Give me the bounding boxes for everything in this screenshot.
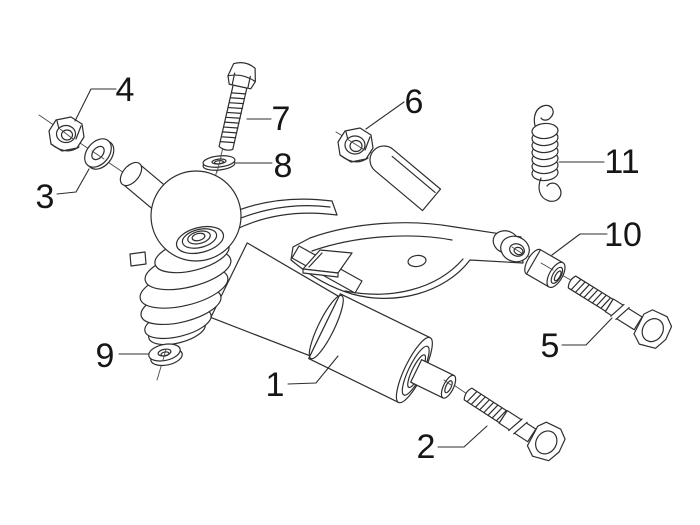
- part-hex-bolt-right: [567, 275, 673, 349]
- part-spacer-bushing: [524, 248, 566, 289]
- part-swingarm-body: [119, 145, 530, 404]
- leader-line-4: [74, 88, 117, 122]
- leader-lines: [56, 88, 613, 448]
- part-hex-bolt-lower: [463, 387, 566, 462]
- part-hex-bolt-top: [218, 62, 256, 151]
- callout-label-11: 11: [604, 143, 639, 181]
- callout-label-5: 5: [541, 327, 560, 365]
- callout-label-6: 6: [405, 83, 424, 121]
- callout-label-1: 1: [266, 366, 285, 404]
- callout-label-9: 9: [96, 337, 115, 375]
- leader-line-10: [551, 233, 608, 256]
- callout-label-3: 3: [36, 178, 55, 216]
- part-washer-bottom: [148, 343, 183, 367]
- leader-line-1: [287, 355, 339, 385]
- leader-line-3: [56, 168, 90, 195]
- centerline-hole-segments: [59, 128, 554, 386]
- callout-label-10: 10: [604, 216, 642, 254]
- part-hex-nut-center: [337, 127, 374, 163]
- callout-label-8: 8: [274, 147, 293, 185]
- leader-line-5: [561, 317, 613, 346]
- callout-labels: 1 2 3 4 5 6 7 8 9 10 11: [36, 71, 642, 466]
- part-washer-left: [84, 138, 115, 170]
- callout-label-2: 2: [417, 428, 436, 466]
- callout-label-7: 7: [272, 100, 291, 138]
- leader-line-6: [365, 101, 405, 130]
- leader-line-2: [437, 425, 488, 448]
- callout-label-4: 4: [116, 71, 135, 109]
- part-tension-spring: [531, 104, 562, 202]
